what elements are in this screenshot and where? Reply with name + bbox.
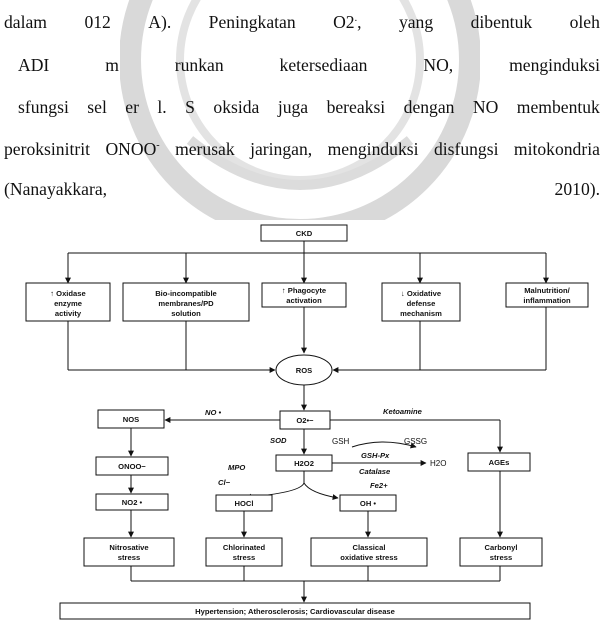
gssg-label: GSSG [404, 437, 427, 446]
stress-label: stress [233, 553, 255, 562]
outcome-box [59, 602, 531, 620]
university-seal-watermark [120, 0, 480, 220]
cause-box-oxidative-defense [381, 282, 461, 322]
no-radical-label: NO • [205, 408, 222, 417]
chloride-label: Cl− [218, 478, 231, 487]
cause-box-phagocyte [261, 282, 347, 308]
paragraph-line-2: ADI m runkan ketersediaan NO, menginduks… [18, 55, 600, 75]
h2o2-label: H2O2 [294, 459, 314, 468]
catalase-label: Catalase [359, 467, 391, 476]
cause-label: activation [286, 296, 322, 305]
ketoamine-label: Ketoamine [383, 407, 423, 416]
paragraph-line-3: sfungsi sel er l. S oksida juga bereaksi… [18, 97, 600, 117]
onoo-label: ONOO− [118, 462, 146, 471]
cause-label: ↑ Phagocyte [282, 286, 326, 295]
oh-label: OH • [360, 499, 377, 508]
mpo-label: MPO [228, 463, 245, 472]
stress-label: Nitrosative [109, 543, 148, 552]
cause-box-oxidase [25, 282, 111, 322]
cause-label: activity [55, 309, 82, 318]
cause-label: solution [171, 309, 201, 318]
cause-box-malnutrition [505, 282, 589, 308]
outcome-label: Hypertension; Atherosclerosis; Cardiovas… [195, 607, 395, 616]
ros-label: ROS [296, 366, 312, 375]
ages-box [467, 452, 531, 472]
hocl-label: HOCl [235, 499, 254, 508]
h2o-label: H2O [430, 459, 446, 468]
cause-label: Malnutrition/ [524, 286, 570, 295]
sod-label: SOD [270, 436, 287, 445]
stress-box-nitrosative [83, 537, 175, 567]
gsh-label: GSH [332, 437, 350, 446]
ckd-label: CKD [296, 229, 313, 238]
cause-label: inflammation [523, 296, 571, 305]
paragraph-line-4: peroksinitrit ONOO- merusak jaringan, me… [4, 139, 600, 159]
no2-box [95, 493, 169, 511]
stress-label: oxidative stress [340, 553, 397, 562]
cause-label: Bio-incompatible [155, 289, 217, 298]
onoo-box [95, 456, 169, 476]
cause-label: ↑ Oxidase [50, 289, 85, 298]
cause-label: membranes/PD [158, 299, 214, 308]
nos-label: NOS [123, 415, 139, 424]
stress-label: Carbonyl [485, 543, 518, 552]
gsh-px-label: GSH-Px [361, 451, 390, 460]
iron-label: Fe2+ [370, 481, 388, 490]
cause-label: ↓ Oxidative [401, 289, 441, 298]
stress-label: stress [490, 553, 512, 562]
cause-label: defense [407, 299, 436, 308]
cause-label: mechanism [400, 309, 442, 318]
stress-label: stress [118, 553, 140, 562]
cause-box-bio-incompatible [122, 282, 250, 322]
no2-label: NO2 • [122, 498, 143, 507]
stress-label: Classical [353, 543, 386, 552]
ros-pathway-diagram: CKD ↑ Oxidase enzyme activity Bio-incomp… [25, 224, 589, 620]
cause-label: enzyme [54, 299, 82, 308]
paragraph-line-5: (Nanayakkara, 2010). [4, 179, 600, 199]
stress-box-chlorinated [205, 537, 283, 567]
stress-label: Chlorinated [223, 543, 266, 552]
stress-box-carbonyl [459, 537, 543, 567]
paragraph-line-1: dalam 012 A). Peningkatan O2., yang dibe… [4, 12, 600, 32]
ages-label: AGEs [489, 458, 510, 467]
superoxide-label: O2•− [296, 416, 314, 425]
stress-box-classical [310, 537, 428, 567]
